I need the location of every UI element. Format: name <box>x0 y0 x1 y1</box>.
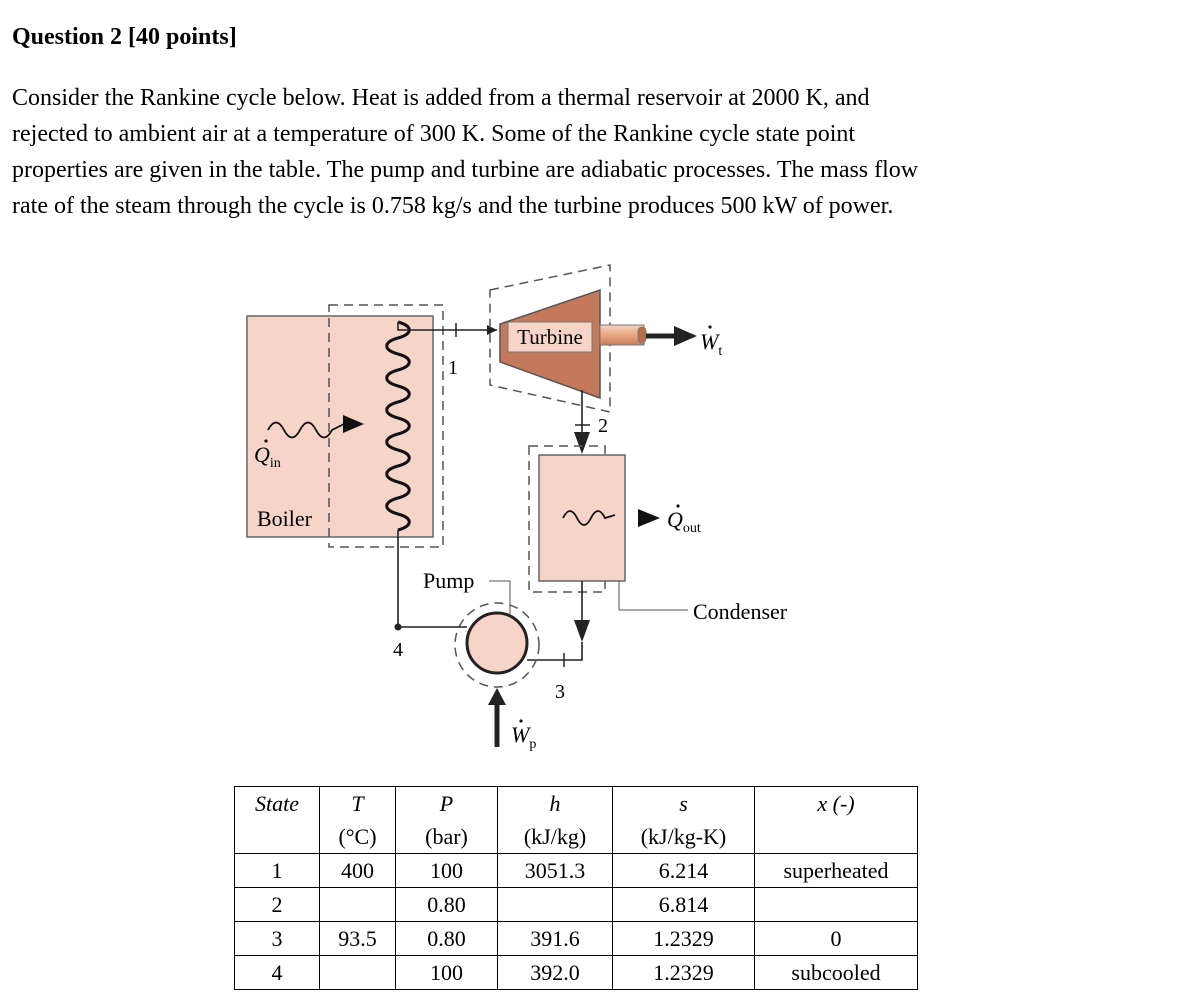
state-4-label: 4 <box>393 639 403 661</box>
flow-arrow-state-2 <box>574 432 590 454</box>
state-2-label: 2 <box>598 415 608 437</box>
table-row: 2 0.80 6.814 <box>234 887 918 922</box>
table-cell: 391.6 <box>497 921 613 956</box>
table-header-row: State T P h s x (-) <box>234 786 918 821</box>
w-p-dot <box>519 719 523 723</box>
condenser-box <box>538 454 626 582</box>
pipe-to-pump-inlet <box>527 642 583 661</box>
table-row: 4 100 392.0 1.2329 subcooled <box>234 955 918 990</box>
table-cell: 6.814 <box>612 887 755 922</box>
problem-statement: Consider the Rankine cycle below. Heat i… <box>12 80 1182 224</box>
heat-out-wave <box>562 510 616 526</box>
table-row: 1 400 100 3051.3 6.214 superheated <box>234 853 918 888</box>
table-cell <box>497 887 613 922</box>
table-cell <box>319 955 396 990</box>
table-cell: 1 <box>234 853 320 888</box>
table-cell: 1.2329 <box>612 955 755 990</box>
flow-arrow-state-1 <box>487 325 497 335</box>
w-p-label: Wp <box>511 722 536 752</box>
q-in-label: Qin <box>254 442 281 471</box>
heat-in-arrow <box>343 415 364 433</box>
work-out-arrow <box>674 326 697 346</box>
table-cell: 100 <box>395 955 498 990</box>
col-header-t: T <box>319 786 396 821</box>
turbine-shaft-end <box>637 326 647 344</box>
condenser-control-volume <box>528 445 606 593</box>
w-t-label: Wt <box>700 329 722 359</box>
q-out-label: Qout <box>667 507 701 536</box>
table-cell: 0 <box>754 921 918 956</box>
pump-leader-line <box>489 580 511 615</box>
boiler-control-volume <box>328 304 444 548</box>
work-in-arrow <box>488 688 506 705</box>
heat-out-arrow <box>638 509 660 527</box>
table-cell: 3051.3 <box>497 853 613 888</box>
table-cell: 4 <box>234 955 320 990</box>
condenser-leader-line <box>618 581 688 611</box>
turbine-label: Turbine <box>517 325 583 349</box>
problem-line: properties are given in the table. The p… <box>12 157 919 183</box>
condenser-label: Condenser <box>693 599 788 624</box>
table-cell: 2 <box>234 887 320 922</box>
table-cell: 400 <box>319 853 396 888</box>
table-cell: 0.80 <box>395 921 498 956</box>
col-header-h: h <box>497 786 613 821</box>
turbine-label-box <box>507 321 593 353</box>
col-unit-h: (kJ/kg) <box>497 821 613 854</box>
state-properties-table: State T P h s x (-) (°C) (bar) (kJ/kg) (… <box>234 786 918 990</box>
col-header-state: State <box>234 786 320 821</box>
col-unit-p: (bar) <box>395 821 498 854</box>
col-header-s: s <box>612 786 755 821</box>
w-t-dot <box>708 325 712 329</box>
boiler-label: Boiler <box>257 506 313 531</box>
state-4-node <box>394 623 402 631</box>
boiler-tube-coil <box>385 320 411 532</box>
heat-in-wave <box>267 421 345 439</box>
flow-arrow-state-3 <box>574 620 590 642</box>
table-cell: 100 <box>395 853 498 888</box>
table-cell: superheated <box>754 853 918 888</box>
col-unit-x <box>754 821 918 854</box>
col-header-p: P <box>395 786 498 821</box>
pump-label: Pump <box>423 568 474 593</box>
col-unit-s: (kJ/kg-K) <box>612 821 755 854</box>
problem-line: rate of the steam through the cycle is 0… <box>12 193 894 219</box>
table-cell: 3 <box>234 921 320 956</box>
turbine-control-volume <box>489 264 611 413</box>
table-cell <box>754 887 918 922</box>
rankine-cycle-diagram: 1 Qin Boiler Turbine Wt 2 Qout Condenser… <box>246 264 788 752</box>
table-cell: 1.2329 <box>612 921 755 956</box>
turbine-shaft <box>599 324 645 346</box>
problem-line: rejected to ambient air at a temperature… <box>12 121 856 147</box>
pipe-boiler-to-turbine <box>397 322 497 331</box>
state-3-label: 3 <box>555 681 565 703</box>
q-out-dot <box>676 504 680 508</box>
col-unit-t: (°C) <box>319 821 396 854</box>
table-row: 3 93.5 0.80 391.6 1.2329 0 <box>234 921 918 956</box>
table-cell <box>319 887 396 922</box>
col-header-x: x (-) <box>754 786 918 821</box>
pump-control-volume <box>454 602 540 688</box>
pump-body <box>465 611 529 675</box>
table-unit-row: (°C) (bar) (kJ/kg) (kJ/kg-K) <box>234 821 918 854</box>
state-1-label: 1 <box>448 357 458 379</box>
problem-line: Consider the Rankine cycle below. Heat i… <box>12 85 870 111</box>
table-cell: subcooled <box>754 955 918 990</box>
table-cell: 0.80 <box>395 887 498 922</box>
table-cell: 6.214 <box>612 853 755 888</box>
table-cell: 392.0 <box>497 955 613 990</box>
col-unit-state <box>234 821 320 854</box>
question-heading: Question 2 [40 points] <box>12 24 237 50</box>
q-in-dot <box>264 439 268 443</box>
table-cell: 93.5 <box>319 921 396 956</box>
